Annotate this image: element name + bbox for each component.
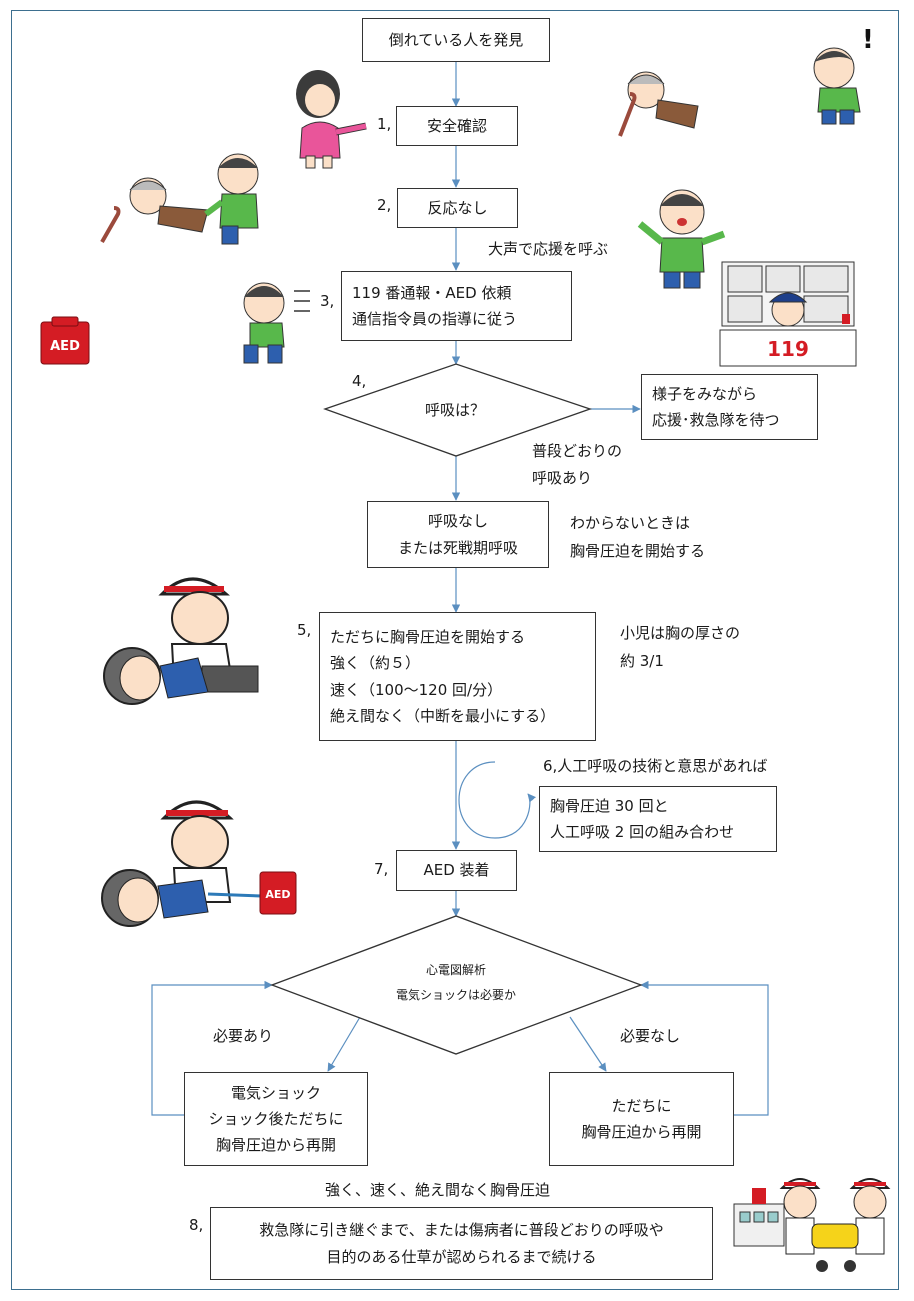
shock-line-3: 胸骨圧迫から再開 (215, 1136, 336, 1155)
unsure-note-2: 胸骨圧迫を開始する (570, 542, 706, 560)
paramedics-illustration (733, 1178, 891, 1272)
aed-device-label: AED (265, 888, 290, 901)
unsure-note-1: わからないときは (570, 514, 691, 532)
surprised-man-illustration: ! (813, 25, 874, 125)
step-1-box: 安全確認 (396, 106, 518, 146)
step-1-label: 安全確認 (426, 116, 487, 135)
normal-breathing-label-2: 呼吸あり (532, 469, 593, 487)
aed-rescuer-illustration: AED (101, 800, 297, 927)
step-8-number: 8, (189, 1216, 204, 1234)
checking-response-illustration (100, 153, 259, 245)
start-label: 倒れている人を発見 (388, 30, 524, 49)
shock-line-1: 電気ショック (230, 1083, 321, 1102)
step-6-label: 6,人工呼吸の技術と意思があれば (543, 757, 768, 775)
no-shock-line-1: ただちに (611, 1096, 672, 1115)
step-5-line-2: 強く（約５） (330, 654, 421, 673)
breathing-question: 呼吸は？ (425, 401, 486, 419)
child-note-1: 小児は胸の厚さの (620, 624, 741, 642)
arrow-to-shock (327, 1016, 361, 1072)
no-breathing-line-2: または死戦期呼吸 (397, 538, 518, 557)
step-4-number: 4, (352, 372, 367, 390)
step-3-line-1: 119 番通報・AED 依頼 (352, 283, 512, 302)
step-8-line-2: 目的のある仕草が認められるまで続ける (326, 1247, 597, 1266)
woman-pointing-illustration (296, 70, 367, 169)
step-3-box: 119 番通報・AED 依頼 通信指令員の指導に従う (341, 271, 572, 341)
step-5-box: ただちに胸骨圧迫を開始する 強く（約５） 速く（100～120 回/分） 絶え間… (319, 612, 596, 741)
normal-breathing-line-2: 応援･救急隊を待つ (652, 411, 780, 429)
loop-noshock-back (640, 980, 769, 1116)
page-frame (11, 10, 899, 1290)
step-5-line-1: ただちに胸骨圧迫を開始する (330, 628, 526, 646)
normal-breathing-label-1: 普段どおりの (532, 442, 623, 460)
decision-breathing (323, 363, 593, 457)
collapsed-elder-illustration (618, 71, 699, 137)
analysis-text: 心電図解析 電気ショックは必要か (356, 958, 556, 1008)
step-8-line-1: 救急隊に引き継ぐまで、または傷病者に普段どおりの呼吸や (259, 1221, 664, 1240)
step-6-line-1: 胸骨圧迫 30 回と (550, 796, 669, 815)
cpr-loop-arrow (458, 761, 537, 839)
shock-line-2: ショック後ただちに (208, 1109, 344, 1128)
step-5-line-4: 絶え間なく（中断を最小にする） (330, 706, 556, 725)
step-6-line-2: 人工呼吸 2 回の組み合わせ (550, 823, 735, 841)
child-note-2: 約 3/1 (620, 652, 664, 670)
step-1-number: 1, (377, 115, 392, 133)
no-breathing-box: 呼吸なし または死戦期呼吸 (367, 501, 549, 568)
aed-icon: AED (40, 316, 90, 365)
loop-shock-back (151, 980, 273, 1116)
step-7-label: AED 装着 (423, 861, 490, 880)
aed-icon-label: AED (50, 339, 80, 354)
step-7-number: 7, (374, 860, 389, 878)
arrow-to-noshock (569, 1016, 607, 1072)
step-3-number: 3, (320, 292, 335, 310)
svg-text:!: ! (862, 25, 874, 55)
decision-analysis (270, 915, 643, 1055)
step-5-number: 5, (297, 621, 312, 639)
step-3-line-2: 通信指令員の指導に従う (352, 310, 518, 328)
step-8-box: 救急隊に引き継ぐまで、または傷病者に普段どおりの呼吸や 目的のある仕草が認められ… (210, 1207, 713, 1280)
step-2-box: 反応なし (397, 188, 518, 228)
step-5-line-3: 速く（100～120 回/分） (330, 680, 503, 699)
step-7-box: AED 装着 (396, 850, 517, 891)
man-shouting-illustration (637, 189, 726, 289)
sign-119: 119 (767, 337, 809, 361)
no-shock-line-2: 胸骨圧迫から再開 (581, 1123, 702, 1141)
start-box: 倒れている人を発見 (362, 18, 550, 62)
running-man-illustration (243, 282, 310, 364)
no-shock-box: ただちに 胸骨圧迫から再開 (549, 1072, 734, 1166)
analysis-line-2: 電気ショックは必要か (395, 988, 516, 1003)
step-2-number: 2, (377, 196, 392, 214)
cpr-rescuer-illustration (103, 577, 259, 705)
shock-needed-label: 必要あり (213, 1027, 274, 1045)
normal-breathing-box: 様子をみながら 応援･救急隊を待つ (641, 374, 818, 440)
shock-not-needed-label: 必要なし (620, 1027, 681, 1045)
shout-label: 大声で応援を呼ぶ (488, 240, 609, 258)
no-breathing-line-1: 呼吸なし (427, 512, 488, 531)
dispatcher-119-illustration: 119 (719, 261, 857, 367)
step-6-box: 胸骨圧迫 30 回と 人工呼吸 2 回の組み合わせ (539, 786, 777, 852)
continue-label: 強く、速く、絶え間なく胸骨圧迫 (325, 1181, 551, 1199)
normal-breathing-line-1: 様子をみながら (652, 384, 758, 403)
step-2-label: 反応なし (427, 198, 488, 217)
analysis-line-1: 心電図解析 (425, 963, 486, 977)
shock-box: 電気ショック ショック後ただちに 胸骨圧迫から再開 (184, 1072, 368, 1166)
